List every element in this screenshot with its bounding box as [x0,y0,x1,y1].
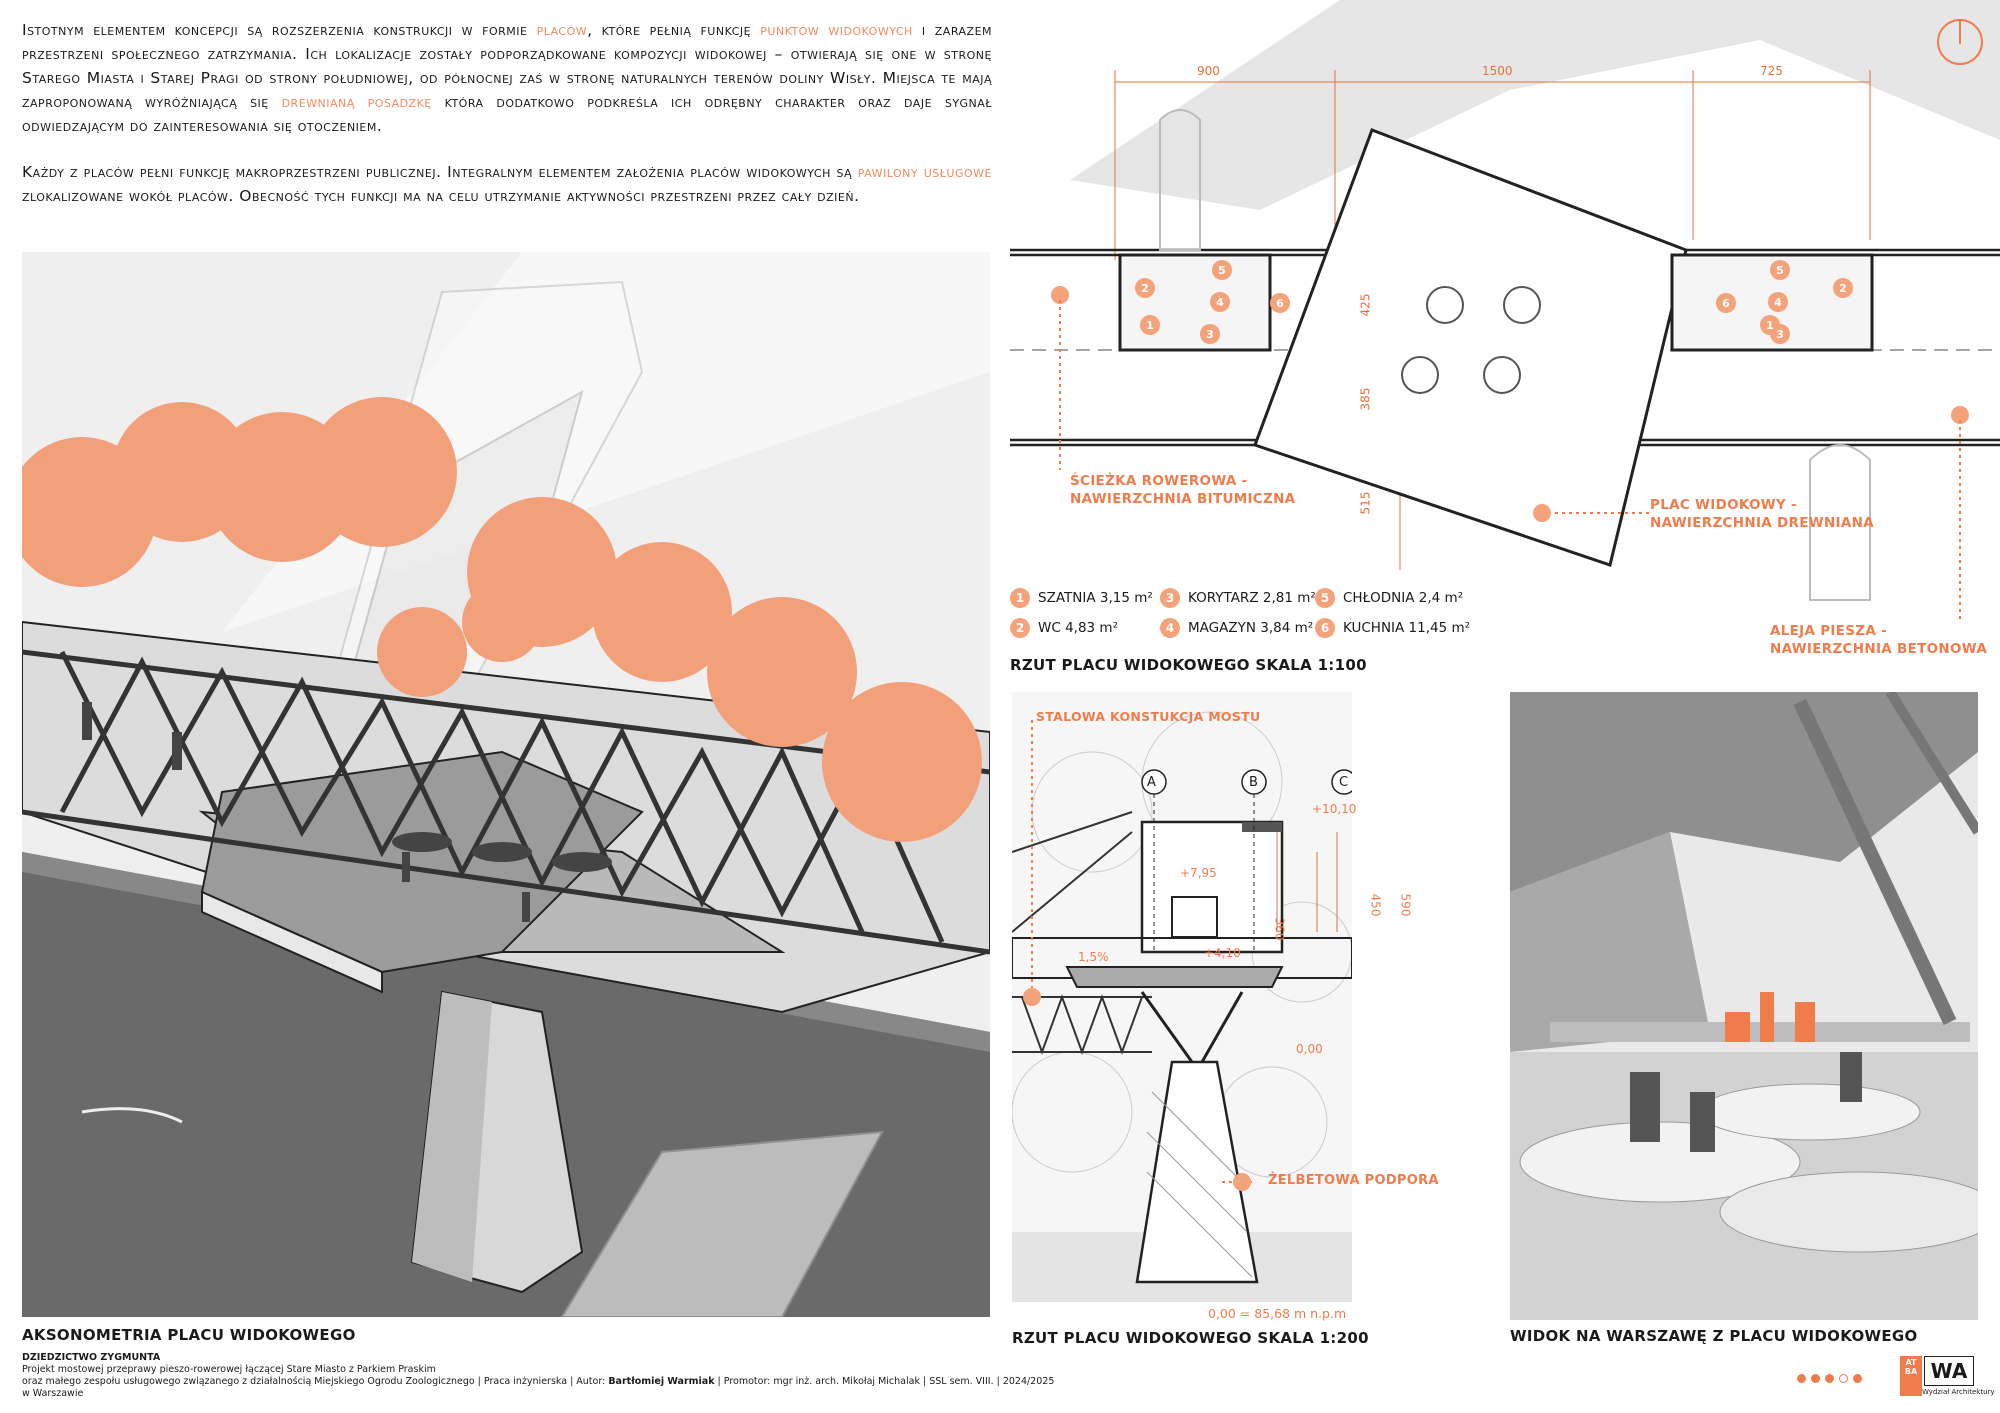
dim-425: 425 [1358,293,1373,317]
svg-text:5: 5 [1776,264,1784,277]
page-dot [1825,1374,1834,1383]
legend-label: SZATNIA 3,15 m² [1038,590,1153,606]
highlighted-term: placów [536,21,588,39]
page-dot [1797,1374,1806,1383]
intro-paragraph-1: Istotnym elementem koncepcji są rozszerz… [22,18,992,138]
legend-item: 4 MAGAZYN 3,84 m² [1160,618,1313,638]
intro-text-segment: i zarazem przestrzeni społecznego zatrzy… [22,21,993,111]
svg-text:6: 6 [1722,297,1730,310]
intro-text-segment: która dodatkowo podkreśla ich odrębny ch… [22,93,992,135]
legend-item: 2 WC 4,83 m² [1010,618,1118,638]
dim-725: 725 [1760,64,1783,78]
legend-number-badge: 4 [1160,618,1180,638]
label-pedestrian-alley: ALEJA PIESZA -NAWIERZCHNIA BETONOWA [1770,623,1988,657]
faculty-logo: WA [1924,1356,1974,1386]
label-viewing-square: PLAC WIDOKOWY -NAWIERZCHNIA DREWNIANA [1650,497,1874,531]
svg-text:6: 6 [1276,297,1284,310]
legend-label: KUCHNIA 11,45 m² [1343,620,1471,636]
svg-text:3: 3 [1776,328,1784,341]
level-1010: +10,10 [1312,802,1357,816]
project-line-3: w Warszawie [22,1388,84,1399]
level-410: +4,10 [1204,946,1241,960]
plan-drawing: 1 2 3 4 5 6 1 2 3 4 5 6 [1010,0,2000,680]
intro-text-segment: zlokalizowane wokół placów. Obecność tyc… [22,187,860,205]
axis-a: A [1147,775,1156,790]
svg-text:4: 4 [1216,296,1224,309]
legend-label: CHŁODNIA 2,4 m² [1343,590,1464,606]
dim-450: 450 [1368,893,1383,917]
axis-c: C [1339,775,1349,790]
project-title: DZIEDZICTWO ZYGMUNTA [22,1352,161,1363]
faculty-name: Wydział Architektury [1922,1388,1995,1396]
label-concrete-pier: ŻELBETOWA PODPORA [1268,1173,1439,1188]
svg-text:5: 5 [1218,264,1226,277]
level-000: 0,00 [1296,1042,1323,1056]
legend-item: 6 KUCHNIA 11,45 m² [1315,618,1470,638]
dim-360: 360 [1272,917,1287,941]
caption-view: WIDOK NA WARSZAWĘ Z PLACU WIDOKOWEGO [1510,1327,1918,1345]
legend-label: MAGAZYN 3,84 m² [1188,620,1314,636]
legend-number-badge: 5 [1315,588,1335,608]
legend-label: KORYTARZ 2,81 m² [1188,590,1316,606]
slope-label: 1,5% [1078,950,1109,964]
highlighted-term: drewnianą posadzkę [281,93,432,111]
highlighted-term: pawilony usługowe [857,163,992,181]
label-bike-path: ŚCIEŻKA ROWEROWA -NAWIERZCHNIA BITUMICZN… [1070,473,1296,507]
axonometry-drawing [22,252,990,1317]
page-indicator [1797,1374,1862,1383]
legend-item: 1 SZATNIA 3,15 m² [1010,588,1153,608]
page-dot [1839,1374,1848,1383]
intro-text-segment: Istotnym elementem koncepcji są rozszerz… [22,21,537,39]
legend-item: 5 CHŁODNIA 2,4 m² [1315,588,1463,608]
university-logo-mark: AT BA [1900,1356,1922,1396]
svg-text:1: 1 [1766,319,1774,332]
dim-515: 515 [1358,491,1373,515]
intro-text: Istotnym elementem koncepcji są rozszerz… [22,18,992,230]
intro-text-segment: Każdy z placów pełni funkcję makroprzest… [22,163,858,181]
datum-label: 0,00 = 85,68 m n.p.m [1208,1306,1347,1321]
axis-b: B [1249,775,1258,790]
svg-text:2: 2 [1141,282,1149,295]
caption-plan: RZUT PLACU WIDOKOWEGO SKALA 1:100 [1010,656,1367,674]
svg-text:2: 2 [1839,282,1847,295]
page-dot [1811,1374,1820,1383]
section-drawing [1012,692,1352,1302]
view-render [1510,692,1978,1320]
legend-number-badge: 2 [1010,618,1030,638]
legend-number-badge: 6 [1315,618,1335,638]
legend-item: 3 KORYTARZ 2,81 m² [1160,588,1316,608]
dim-900: 900 [1197,64,1220,78]
level-795: +7,95 [1180,866,1217,880]
intro-paragraph-2: Każdy z placów pełni funkcję makroprzest… [22,160,992,208]
project-line-2: oraz małego zespołu usługowego związaneg… [22,1376,1055,1387]
legend-number-badge: 3 [1160,588,1180,608]
page-dot [1853,1374,1862,1383]
legend-number-badge: 1 [1010,588,1030,608]
highlighted-term: punktów widokowych [760,21,913,39]
dim-385: 385 [1358,387,1373,411]
intro-text-segment: , które pełnią funkcję [587,21,761,39]
svg-text:3: 3 [1206,328,1214,341]
caption-section: RZUT PLACU WIDOKOWEGO SKALA 1:200 [1012,1329,1369,1347]
svg-text:4: 4 [1774,296,1782,309]
label-steel-structure: STALOWA KONSTUKCJA MOSTU [1036,709,1261,724]
svg-text:1: 1 [1146,319,1154,332]
dim-590: 590 [1398,893,1413,917]
project-line-1: Projekt mostowej przeprawy pieszo-rowero… [22,1364,436,1375]
caption-axonometry: AKSONOMETRIA PLACU WIDOKOWEGO [22,1326,356,1344]
dim-1500: 1500 [1482,64,1513,78]
legend-label: WC 4,83 m² [1038,620,1118,636]
